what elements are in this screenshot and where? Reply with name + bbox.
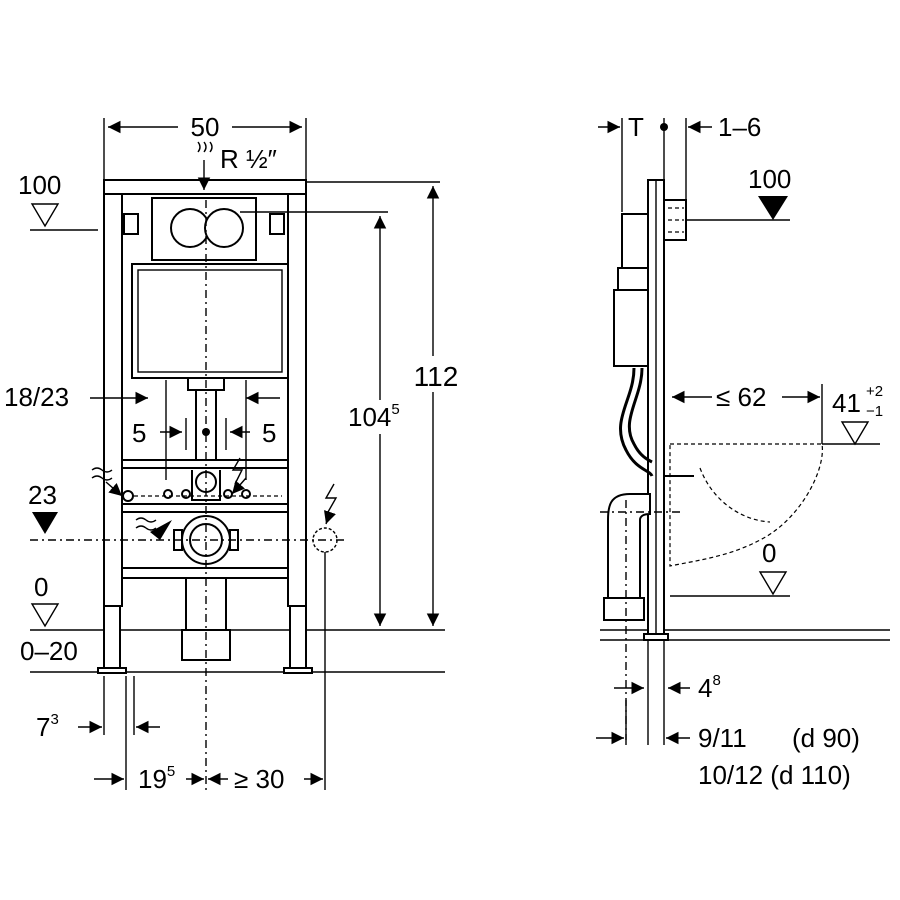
spacing-label: 18/23	[4, 382, 69, 412]
water-connection-point	[122, 490, 134, 502]
level-100-label: 100	[18, 170, 61, 200]
socket-arrow	[324, 510, 336, 525]
side-cistern-neck	[617, 267, 649, 291]
pipe-offset-label: 48	[698, 672, 721, 703]
level-marker-23	[32, 512, 58, 534]
frame-right-upright	[287, 193, 307, 607]
frame-right-foot	[289, 605, 307, 669]
axis-offset-label: 195	[138, 763, 175, 794]
electric-socket	[312, 527, 338, 553]
flush-button-right	[204, 208, 244, 248]
water-wave-icon	[135, 517, 157, 531]
drain-b-label: 10/12 (d 110)	[698, 760, 851, 790]
lightning-icon	[231, 457, 244, 485]
water-arrow-head	[150, 520, 172, 540]
water-connection-arrow	[105, 481, 123, 497]
projection-label: ≤ 62	[716, 382, 766, 412]
level-marker-100	[30, 203, 60, 228]
wc-bowl-inner	[699, 467, 771, 523]
side-foot-plate	[643, 633, 669, 641]
lightning-icon	[324, 483, 338, 513]
label-bg-104	[340, 400, 420, 434]
bracket-left	[123, 213, 139, 235]
offset-right-label: 5	[262, 418, 276, 448]
water-wave-icon	[197, 141, 213, 153]
side-drain-socket	[603, 597, 645, 621]
level-marker-0	[30, 603, 60, 628]
connection-label: R ½″	[220, 144, 277, 174]
width-label: 50	[191, 112, 220, 142]
height-112-label: 112	[414, 361, 459, 392]
right-foot-plate	[283, 667, 313, 674]
front-view: 50 R ½″ 100 112 1045 18/23 5 5 23 0 0–20…	[4, 112, 466, 794]
electric-arrow	[231, 477, 247, 495]
label-bg-112	[400, 356, 466, 392]
offset-left-label: 5	[132, 418, 146, 448]
bowl-tol-plus: +2	[866, 383, 883, 400]
drain-a-note: (d 90)	[792, 723, 860, 753]
water-wave-icon	[91, 467, 113, 481]
frame-left-foot	[103, 605, 121, 669]
fixing-hole-2	[181, 489, 191, 499]
fixing-hole-4	[241, 489, 251, 499]
floor-range-label: 0–20	[20, 636, 78, 666]
side-level-marker-0	[758, 571, 788, 596]
side-level-0-label: 0	[762, 538, 776, 568]
left-foot-plate	[97, 667, 127, 674]
cistern-inner	[137, 269, 283, 373]
side-cistern-body	[613, 289, 649, 367]
height-104-label: 1045	[348, 401, 400, 432]
side-flush-hose-inner	[627, 367, 653, 464]
plate-range-label: 1–6	[718, 112, 761, 142]
bowl-height-label: 41	[832, 388, 861, 418]
depth-T-label: T	[628, 112, 644, 142]
cistern-body	[131, 263, 289, 379]
level-23-label: 23	[28, 480, 57, 510]
crossbar-bottom	[121, 567, 289, 579]
bowl-tol-minus: −1	[866, 403, 883, 420]
crossbar-lower	[121, 503, 289, 513]
bracket-right	[269, 213, 285, 235]
flush-button-left	[170, 208, 210, 248]
side-level-100-label: 100	[748, 164, 791, 194]
crossbar-upper	[121, 459, 289, 469]
fixing-hole-3	[223, 489, 233, 499]
side-drain-bend	[607, 493, 651, 599]
side-flush-hose-outer	[619, 367, 654, 477]
frame-top-bar	[103, 179, 307, 195]
dim-T-dot	[660, 123, 668, 131]
centre-dot	[202, 428, 210, 436]
frame-left-upright	[103, 193, 123, 607]
side-view: T 1–6 100 ≤ 62 41 +2 −1 0 48 9/11 (d 90)…	[596, 112, 890, 790]
drain-a-label: 9/11	[698, 723, 747, 753]
side-level-marker-100	[758, 196, 788, 220]
level-0-label: 0	[34, 572, 48, 602]
side-cistern-head	[621, 213, 649, 269]
wc-bowl-outline	[669, 443, 823, 567]
fixing-hole-1	[163, 489, 173, 499]
socket-offset-label: ≥ 30	[234, 764, 284, 794]
side-level-marker-41	[840, 421, 870, 446]
foot-offset-label: 73	[36, 711, 59, 742]
